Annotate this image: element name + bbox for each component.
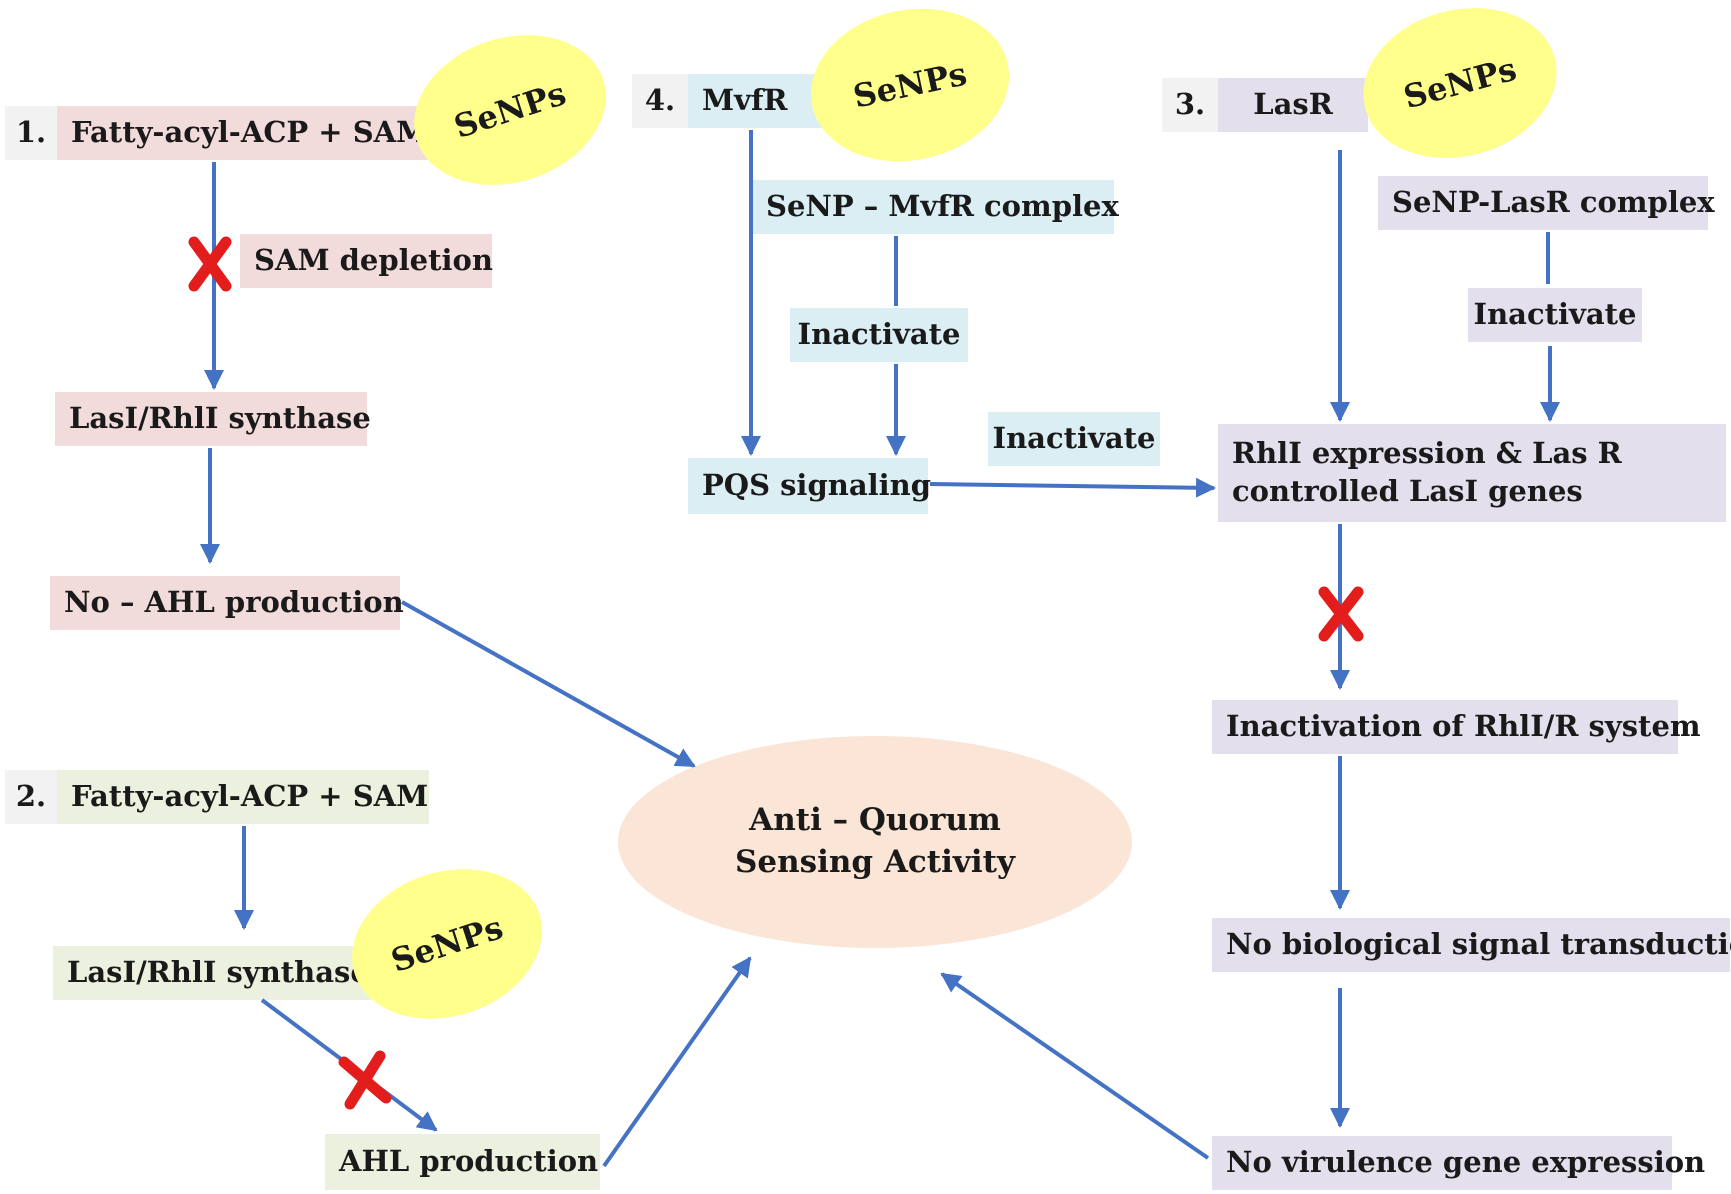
p2-arrow-to-center [602,956,752,1168]
p1-arrow-to-center [401,600,696,768]
p1-substrate-box: Fatty-acyl-ACP + SAM [57,106,437,160]
p1-sam-depletion-box: SAM depletion [240,234,493,288]
p3-inactivate-box: Inactivate [1468,288,1642,342]
p3-no-signal-box: No biological signal transduction [1212,918,1731,972]
p3-lasr-box: LasR [1218,78,1368,132]
anti-quorum-sensing-label: Anti – Quorum Sensing Activity [618,800,1132,884]
p2-ahl-production-box: AHL production [325,1134,600,1190]
p1-synthase-box: LasI/RhlI synthase [55,392,371,446]
p3-arrow-to-center [940,972,1210,1160]
p4-number: 4. [632,74,688,128]
p3-expression-box: RhlI expression & Las R controlled LasI … [1218,424,1726,522]
anti-quorum-sensing-ellipse: Anti – Quorum Sensing Activity [618,736,1132,948]
p3-inactivation-box: Inactivation of RhlI/R system [1212,700,1701,754]
p3-expression-line2: controlled LasI genes [1232,474,1583,508]
anti-quorum-line1: Anti – Quorum [749,802,1001,839]
p4-mvfr-box: MvfR [688,74,848,128]
p2-block-mark [338,1050,392,1110]
p4-inactivate-box: Inactivate [790,308,968,362]
p3-number: 3. [1162,78,1218,132]
p1-no-ahl-box: No – AHL production [50,576,404,630]
p3-no-virulence-box: No virulence gene expression [1212,1136,1705,1190]
p4-complex-box: SeNP – MvfR complex [752,180,1119,234]
p2-synthase-box: LasI/RhlI synthase [53,946,371,1000]
p1-block-mark [188,236,232,292]
p3-expression-line1: RhlI expression & Las R [1232,436,1622,471]
p3-complex-box: SeNP-LasR complex [1378,176,1715,230]
anti-quorum-line2: Sensing Activity [734,844,1016,880]
p4-pqs-signaling-box: PQS signaling [688,458,931,514]
p1-number: 1. [5,106,57,160]
p3-block-mark [1318,586,1364,642]
p2-number: 2. [5,770,57,824]
p4-inactivate-link-box: Inactivate [988,412,1160,466]
p4-arrow-pqs-to-expression [929,477,1216,498]
p2-substrate-box: Fatty-acyl-ACP + SAM [57,770,429,824]
